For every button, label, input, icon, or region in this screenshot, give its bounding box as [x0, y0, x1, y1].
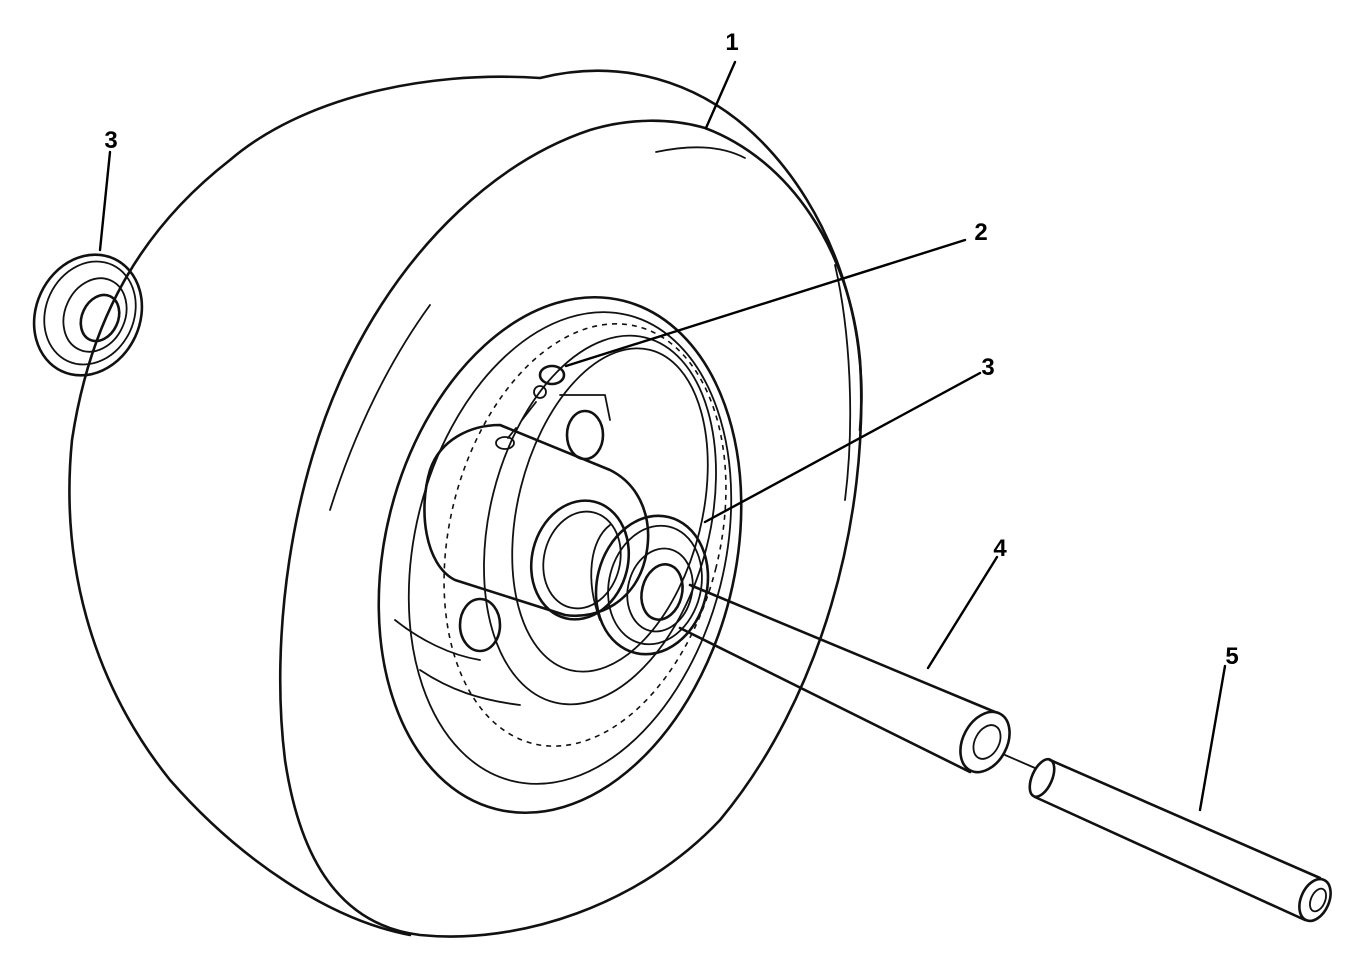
- leader-4: [926, 555, 999, 670]
- callout-5: 5: [1225, 643, 1238, 670]
- wheel-hub: [423, 394, 650, 653]
- spacer-tube: [678, 583, 1036, 774]
- tire: [68, 69, 863, 938]
- leader-1: [704, 60, 737, 130]
- axle: [1028, 757, 1332, 923]
- callout-2: 2: [974, 219, 987, 246]
- callout-labels: 1 2 3 3 4 5: [104, 29, 1238, 670]
- callout-4: 4: [993, 535, 1007, 562]
- leader-2: [564, 238, 967, 368]
- leader-lines: [98, 60, 1227, 812]
- leader-3-left: [98, 150, 112, 252]
- callout-1: 1: [725, 29, 738, 56]
- bearing-left: [32, 253, 144, 377]
- callout-3-right: 3: [981, 354, 994, 381]
- callout-3-left: 3: [104, 127, 117, 154]
- grease-fitting: [507, 364, 566, 439]
- wheel-rim: [377, 295, 743, 815]
- leader-5: [1198, 664, 1227, 812]
- leader-3-right: [703, 371, 982, 524]
- bearing-right: [590, 514, 710, 656]
